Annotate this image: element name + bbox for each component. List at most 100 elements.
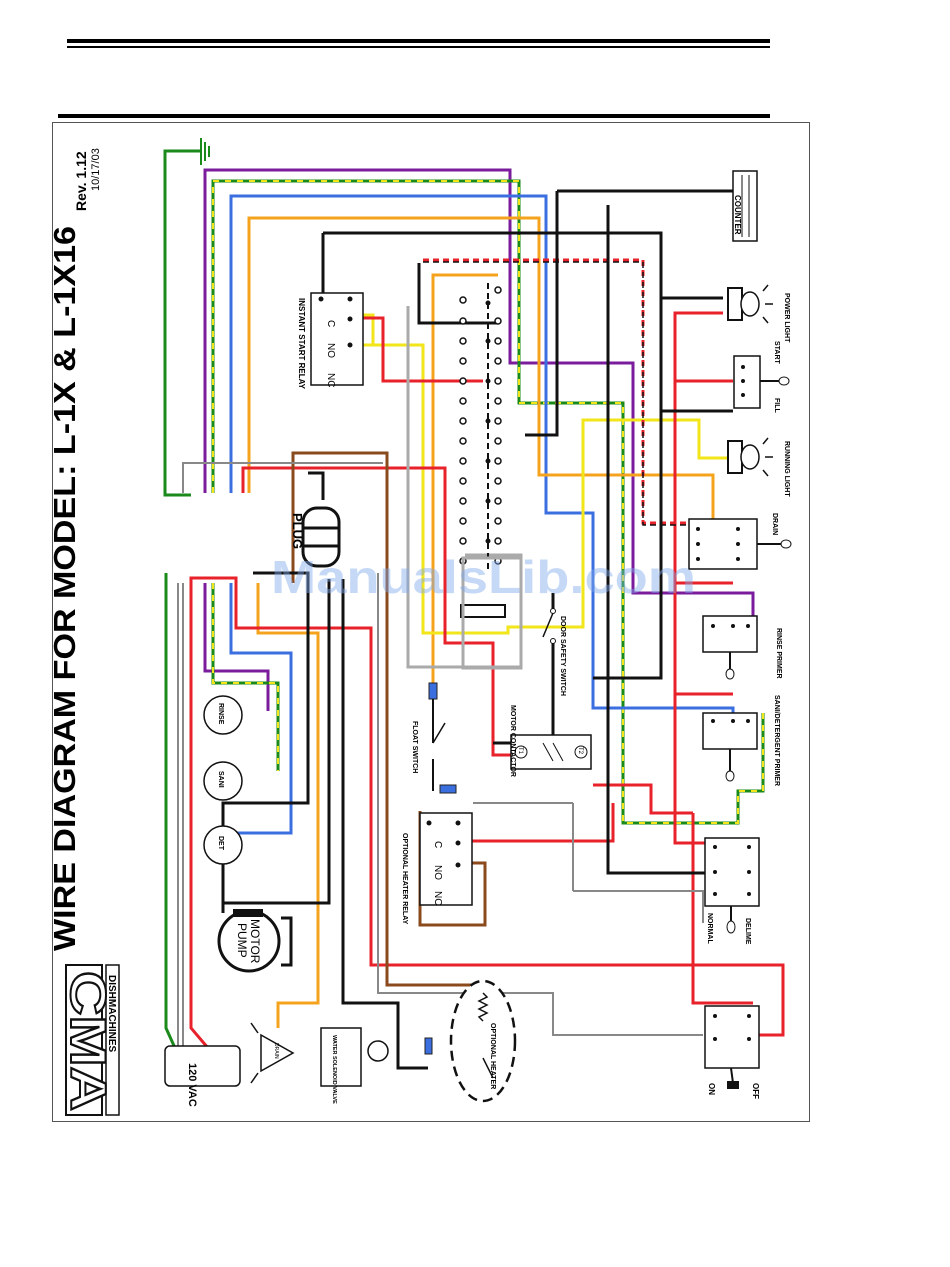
gray-wire-4: [473, 802, 704, 923]
primer-motors: RINSE SANI DET: [203, 695, 243, 865]
ground-wire-lower: [164, 573, 177, 1049]
logo-letters: CMA: [60, 971, 116, 1111]
rinse-primer-switch: RINSE PRIMER: [702, 615, 782, 680]
det-motor-label: DET: [217, 836, 224, 851]
normal-delime-switch: NORMAL DELIME: [704, 837, 760, 945]
door-safety-switch: DOOR SAFETY SWITCH: [542, 608, 566, 696]
black-wire-counter: [525, 191, 559, 437]
ground-wire: [163, 149, 201, 497]
rinse-primer-label: RINSE PRIMER: [775, 628, 782, 679]
black-wire-pump: [341, 579, 428, 1070]
red-wire-main: [241, 466, 513, 757]
header-rule-second: [67, 46, 770, 48]
float-switch: FLOAT SWITCH: [411, 682, 457, 794]
revision-label: Rev. 1.12: [73, 151, 89, 211]
watermark: ManualsLib.com: [271, 551, 696, 603]
wire-diagram: NC NO C INSTANT START RELAY COUNTER POWE…: [53, 138, 792, 1116]
relay-title: INSTANT START RELAY: [297, 298, 306, 390]
pump-motor: PUMP MOTOR: [217, 909, 293, 973]
motor-label: MOTOR: [248, 919, 262, 964]
ground-icon: [200, 138, 210, 165]
black-wire-3: [661, 296, 733, 413]
instant-start-relay: NC NO C INSTANT START RELAY: [297, 292, 364, 390]
page-title: WIRE DIAGRAM FOR MODEL: L-1X & L-1X16: [53, 226, 82, 951]
start-label: START: [773, 341, 780, 365]
header-rule-bottom: [58, 114, 770, 118]
drain-pump: DRAIN: [250, 1022, 295, 1084]
fill-label: FILL: [773, 398, 780, 413]
blue-wire: [229, 194, 735, 718]
orange-wire-lower: [256, 583, 320, 1028]
revision-date: 10/17/03: [90, 148, 102, 191]
red-wire-contactor: [593, 783, 693, 815]
water-solenoid-valve: WATER SOLENOID VALVE: [320, 1027, 389, 1104]
sani-motor-label: SANI: [217, 771, 224, 788]
heater-relay-c-label: C: [432, 841, 443, 848]
blue-wire-lower: [221, 583, 293, 835]
heater-relay-nc-label: NC: [432, 891, 443, 905]
red-wire-vac: [189, 583, 210, 1049]
red-wire-lower: [189, 576, 785, 1037]
float-switch-label: FLOAT SWITCH: [411, 721, 418, 773]
optional-heater-label: OPTIONAL HEATER: [489, 1023, 496, 1089]
heater-relay-title: OPTIONAL HEATER RELAY: [401, 833, 408, 925]
counter: COUNTER: [732, 170, 758, 242]
vac-supply: 120 VAC: [164, 1045, 241, 1107]
start-fill-switch: START FILL: [733, 341, 790, 413]
black-wire-4: [606, 205, 733, 875]
sani-primer-switch: SANI/DETERGENT PRIMER: [702, 695, 780, 786]
gray-wire-2: [182, 462, 703, 1036]
wires: [163, 149, 785, 1070]
drain-pump-label: DRAIN: [273, 1043, 279, 1059]
drain-switch-label: DRAIN: [771, 513, 778, 535]
purple-wire: [203, 168, 755, 618]
motor-contactor-label: MOTOR CONTACTOR: [509, 705, 516, 777]
pump-label: PUMP: [235, 923, 249, 958]
water-valve-label: WATER SOLENOID VALVE: [331, 1035, 337, 1104]
sani-primer-label: SANI/DETERGENT PRIMER: [773, 695, 780, 786]
wire-diagram-frame: NC NO C INSTANT START RELAY COUNTER POWE…: [52, 122, 810, 1122]
plug-label: PLUG: [290, 513, 305, 549]
optional-heater: OPTIONAL HEATER: [424, 979, 517, 1103]
red-wire-dashed-black: [423, 261, 693, 526]
contactor-t1-label: T1: [517, 747, 523, 755]
vac-label: 120 VAC: [186, 1063, 198, 1107]
red-wire-switch-out: [691, 813, 753, 1005]
header-rule-top: [67, 39, 770, 43]
running-light-label: RUNNING LIGHT: [783, 441, 790, 497]
red-wire-dashed: [423, 258, 693, 525]
green-yellow-wire-dash: [212, 180, 764, 824]
power-light-label: POWER LIGHT: [783, 293, 790, 343]
power-light: POWER LIGHT: [727, 284, 790, 343]
counter-label: COUNTER: [733, 195, 742, 235]
rinse-motor-label: RINSE: [217, 703, 224, 725]
terminal-strip: [459, 283, 523, 670]
drain-switch: DRAIN: [688, 513, 792, 570]
red-wire-primers: [675, 581, 733, 696]
red-wire-heater: [458, 803, 615, 843]
on-off-switch: ON OFF: [704, 1005, 760, 1099]
yellow-wire: [353, 343, 733, 635]
black-wire-gray-box: [417, 263, 498, 325]
orange-wire: [247, 216, 715, 531]
logo-subtitle: DISHMACHINES: [106, 975, 117, 1053]
plug: PLUG: [290, 506, 341, 568]
title-block: WIRE DIAGRAM FOR MODEL: L-1X & L-1X16 Re…: [53, 148, 102, 951]
off-label: OFF: [751, 1083, 760, 1099]
red-wire-relay: [353, 316, 483, 383]
relay-c-label: C: [325, 320, 336, 327]
contactor-t2-label: T2: [577, 747, 583, 755]
heater-relay-no-label: NO: [432, 865, 443, 880]
green-yellow-wire-lower-dash: [212, 583, 279, 771]
delime-label: DELIME: [744, 918, 751, 945]
door-switch-label: DOOR SAFETY SWITCH: [559, 616, 566, 696]
orange-wire-relay: [431, 273, 498, 683]
gray-wire-3: [177, 583, 184, 1048]
optional-heater-relay: NC NO C OPTIONAL HEATER RELAY: [401, 812, 473, 925]
normal-label: NORMAL: [706, 913, 713, 944]
black-wire-5: [223, 579, 331, 905]
cma-logo: CMA DISHMACHINES: [59, 964, 120, 1116]
running-light: RUNNING LIGHT: [727, 437, 790, 497]
purple-wire-lower: [203, 583, 270, 711]
on-label: ON: [707, 1083, 716, 1095]
